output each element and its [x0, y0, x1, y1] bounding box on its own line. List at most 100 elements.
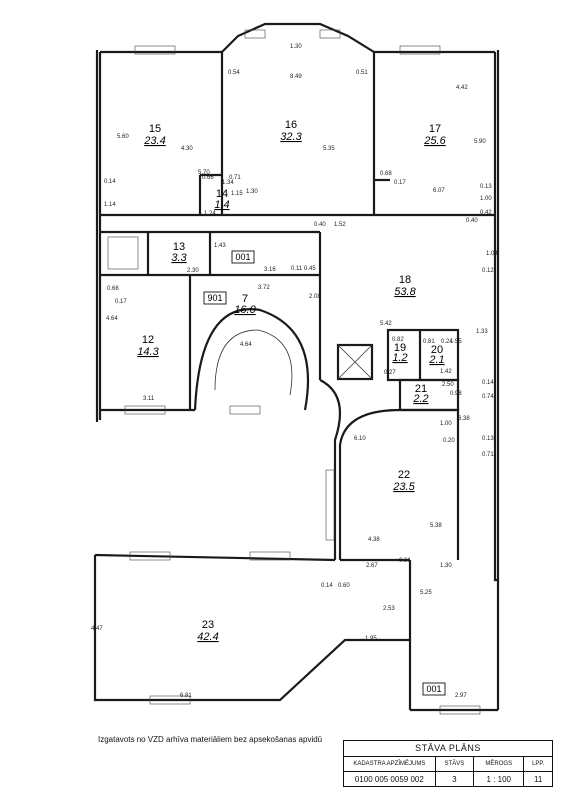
dim: 4.47 — [91, 626, 103, 632]
dim: 0.14 — [104, 179, 116, 185]
dim: 0.98 — [450, 391, 462, 397]
dim: 2.67 — [366, 563, 378, 569]
dim: 5.90 — [474, 139, 486, 145]
dim: 0.45 — [304, 266, 316, 272]
dim: 0.68 — [380, 171, 392, 177]
dim: 0.66 — [202, 175, 214, 181]
dim: 0.17 — [394, 180, 406, 186]
dim: 0.71 — [482, 452, 494, 458]
archive-note: Izgatavots no VZD arhīva materiāliem bez… — [98, 735, 323, 744]
dim: 0.24 — [441, 339, 453, 345]
dim: 0.81 — [423, 339, 435, 345]
dim: 4.64 — [106, 316, 118, 322]
dim: 6.10 — [354, 436, 366, 442]
room-23-number: 23 — [202, 619, 214, 631]
dim: 0.54 — [228, 70, 240, 76]
room-12-number: 12 — [142, 334, 154, 346]
room-labels: 15 23.4 16 32.3 17 25.6 14 1.4 13 3.3 7 … — [137, 119, 446, 643]
dim: 0.40 — [314, 222, 326, 228]
room-14-area: 1.4 — [214, 199, 229, 211]
header-floor: STĀVS — [436, 757, 475, 771]
tag-901: 901 — [207, 293, 222, 303]
dim: 0.74 — [482, 394, 494, 400]
room-7-area: 16.0 — [234, 304, 256, 316]
dim: 1.43 — [214, 243, 226, 249]
dim: 0.61 — [399, 558, 411, 564]
room-22-area: 23.5 — [392, 481, 415, 493]
dim: 3.16 — [264, 267, 276, 273]
dim: 1.00 — [440, 421, 452, 427]
dim: 0.11 — [291, 266, 303, 272]
dim: 0.17 — [115, 299, 127, 305]
value-scale: 1 : 100 — [474, 772, 525, 786]
tag-001-top: 001 — [235, 252, 250, 262]
dim: 0.14 — [482, 380, 494, 386]
dim: 1.15 — [231, 191, 243, 197]
dim: 6.38 — [458, 416, 470, 422]
title-block-value-row: 0100 005 0059 002 3 1 : 100 11 — [344, 772, 552, 786]
room-13-number: 13 — [173, 241, 185, 253]
dim: 1.34 — [222, 180, 234, 186]
title-block-header-row: KADASTRA APZĪMĒJUMS STĀVS MĒROGS LPP. — [344, 757, 552, 772]
dim: 3.11 — [143, 396, 155, 402]
room-15-area: 23.4 — [143, 135, 165, 147]
tag-001-bottom: 001 — [426, 684, 441, 694]
dim: 5.42 — [380, 321, 392, 327]
value-cadastre: 0100 005 0059 002 — [344, 772, 436, 786]
dim: 0.68 — [107, 286, 119, 292]
dim: 1.30 — [246, 189, 258, 195]
dim: 1.30 — [290, 44, 302, 50]
room-16-number: 16 — [285, 119, 297, 131]
dim: 1.95 — [365, 636, 377, 642]
dim: 0.51 — [356, 70, 368, 76]
dim: 4.64 — [240, 342, 252, 348]
dim: 2.30 — [187, 268, 199, 274]
walls — [93, 22, 500, 712]
room-14-number: 14 — [216, 188, 228, 200]
dim: 0.60 — [338, 583, 350, 589]
dim: 1.52 — [334, 222, 346, 228]
room-23-area: 42.4 — [197, 631, 218, 643]
room-22-number: 22 — [398, 469, 410, 481]
dim: 0.82 — [392, 337, 404, 343]
dim: 4.42 — [456, 85, 468, 91]
dim: 1.24 — [204, 211, 216, 217]
room-15-number: 15 — [149, 123, 161, 135]
room-19-number: 19 — [394, 342, 406, 354]
dim: 2.50 — [442, 382, 454, 388]
dim: 1.33 — [476, 329, 488, 335]
room-20-area: 2.1 — [428, 354, 444, 366]
dim: 0.13 — [480, 184, 492, 190]
windows — [107, 29, 481, 715]
dim: 1.42 — [440, 369, 452, 375]
dim: 6.81 — [180, 693, 192, 699]
dim: 1.55 — [450, 339, 462, 345]
dim: 0.20 — [443, 438, 455, 444]
header-page: LPP. — [532, 761, 545, 767]
room-13-area: 3.3 — [171, 252, 187, 264]
dim: 1.14 — [104, 202, 116, 208]
dim: 5.38 — [430, 523, 442, 529]
dim: 0.14 — [321, 583, 333, 589]
dim: 2.53 — [383, 606, 395, 612]
dim: 0.12 — [482, 268, 494, 274]
dim: 1.04 — [486, 251, 498, 257]
room-17-area: 25.6 — [423, 135, 446, 147]
dim: 2.97 — [455, 693, 467, 699]
room-21-number: 21 — [415, 383, 427, 395]
dim: 8.49 — [290, 74, 302, 80]
dim: 5.25 — [420, 590, 432, 596]
room-12-area: 14.3 — [137, 346, 159, 358]
room-7-number: 7 — [242, 293, 248, 305]
dim: 4.30 — [181, 146, 193, 152]
dim: 0.71 — [229, 175, 241, 181]
dim: 0.42 — [480, 210, 492, 216]
unit-tags: 001 901 001 — [203, 250, 446, 696]
dim: 0.27 — [384, 370, 396, 376]
room-17-number: 17 — [429, 123, 441, 135]
title-block-title: STĀVA PLĀNS — [344, 741, 552, 757]
dim: 0.13 — [482, 436, 494, 442]
dim: 0.40 — [466, 218, 478, 224]
room-21-area: 2.2 — [412, 393, 428, 405]
